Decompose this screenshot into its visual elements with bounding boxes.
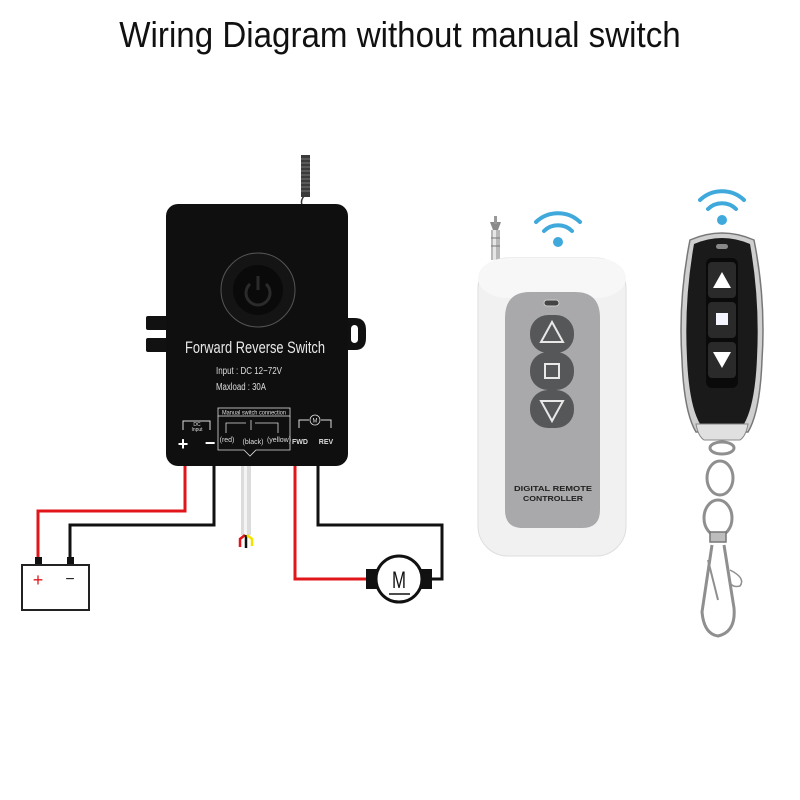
up-triangle-icon [539,319,565,343]
remote-white-label-2: CONTROLLER [523,496,583,503]
wifi-icon [534,211,582,247]
keychain-icon [700,440,743,638]
battery-positive-label: + [33,570,44,590]
wifi-icon [698,189,746,225]
down-triangle-icon [713,352,731,368]
up-triangle-icon [713,272,731,288]
manual-wire-yellow: (yellow) [267,437,291,444]
power-icon [244,276,272,307]
controller-box: Forward Reverse Switch Input : DC 12−72V… [146,155,366,466]
down-triangle-icon [539,400,565,424]
remote-white-up-button[interactable] [530,315,574,353]
svg-text:Manual switch connection: Manual switch connection [222,411,286,417]
wiring [36,465,444,581]
wire-motor-fwd [293,465,370,581]
remote-antenna-icon [490,216,501,260]
stop-square-icon [544,363,560,379]
remote-white-stop-button[interactable] [530,352,574,390]
motor-symbol: M [392,567,406,594]
dc-input-terminal: DC Input + − [178,420,216,454]
remote-black-up-button[interactable] [708,262,736,298]
rev-label: REV [319,439,334,446]
svg-text:Input: Input [191,427,203,433]
antenna-spring [300,155,310,206]
fwd-label: FWD [292,439,308,446]
remote-black-down-button[interactable] [708,342,736,378]
controller-name: Forward Reverse Switch [185,338,325,357]
remote-white-down-button[interactable] [530,390,574,428]
page-title: Wiring Diagram without manual switch [119,14,681,55]
manual-wire-black: (black) [242,439,263,446]
remote-black-stop-button[interactable] [708,302,736,338]
dc-plus-label: + [178,434,189,454]
remote-white-label-1: DIGITAL REMOTE [514,486,592,493]
wire-battery-negative [68,465,216,560]
dc-minus-label: − [205,433,216,453]
controller-input-spec: Input : DC 12−72V [216,366,282,377]
wire-motor-rev [316,465,444,581]
manual-wire-red: (red) [220,437,235,444]
svg-text:DC: DC [193,422,201,428]
motor: M [366,554,432,604]
stop-square-icon [716,313,728,325]
remote-white: DIGITAL REMOTE CONTROLLER [477,211,627,557]
svg-text:M: M [313,419,318,425]
manual-switch-cable [238,465,254,548]
battery: + − [21,557,90,611]
wire-battery-positive [36,465,187,560]
remote-black [680,189,764,638]
battery-negative-label: − [65,571,74,588]
motor-output-terminal: M FWD REV [292,414,334,446]
manual-switch-connection: Manual switch connection (red) (black) (… [217,407,291,457]
controller-maxload-spec: Maxload : 30A [216,382,266,393]
power-button[interactable] [220,252,296,328]
